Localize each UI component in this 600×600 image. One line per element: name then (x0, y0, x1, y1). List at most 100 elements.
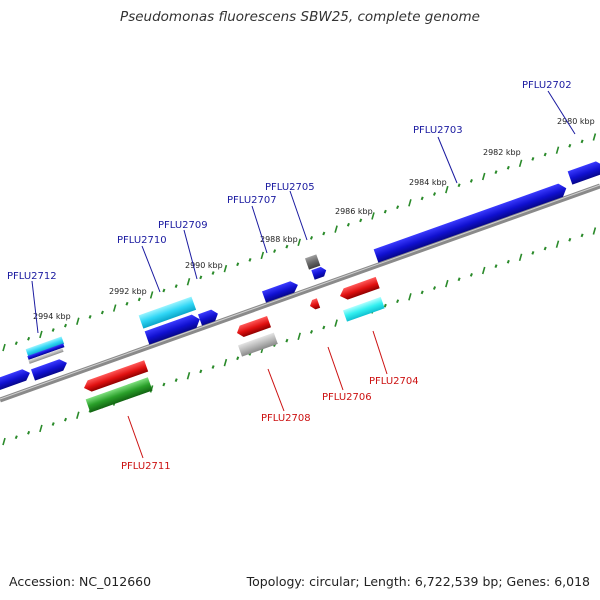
gene-pflu2711[interactable] (82, 360, 149, 393)
genome-backbone-highlight (0, 184, 600, 400)
forward-tick (100, 310, 104, 315)
forward-tick (39, 330, 43, 339)
reverse-tick (518, 253, 523, 262)
reverse-tick (543, 246, 547, 251)
gene-label-pflu2707[interactable]: PFLU2707 (227, 195, 277, 206)
reverse-tick (469, 272, 473, 277)
reverse-tick (39, 424, 43, 433)
forward-tick (383, 209, 387, 214)
reverse-tick (555, 240, 560, 248)
gene-label-pflu2712[interactable]: PFLU2712 (7, 271, 57, 282)
reverse-tick (297, 332, 301, 341)
scale-label-2982: 2982 kbp (483, 148, 521, 157)
genome-summary-text: Topology: circular; Length: 6,722,539 bp… (246, 574, 590, 589)
gene-pflu2704[interactable] (338, 276, 380, 302)
reverse-tick (211, 365, 215, 369)
gene-label-pflu2704[interactable]: PFLU2704 (369, 376, 419, 387)
forward-tick (2, 343, 6, 352)
reverse-tick (76, 411, 80, 419)
forward-tick (273, 249, 277, 253)
forward-tick (481, 172, 486, 181)
gene-label-pflu2706[interactable]: PFLU2706 (322, 392, 372, 403)
forward-tick (76, 317, 80, 325)
forward-tick (334, 225, 338, 233)
forward-tick (260, 251, 265, 260)
forward-tick (543, 152, 547, 157)
gene-pflu2702[interactable] (567, 159, 600, 185)
leader-line-pflu2710 (141, 245, 161, 293)
forward-tick (531, 157, 535, 161)
gene-label-pflu2702[interactable]: PFLU2702 (522, 80, 572, 91)
accession-text: Accession: NC_012660 (9, 574, 152, 589)
forward-tick (297, 238, 301, 247)
gene-small-blue-a[interactable] (311, 266, 328, 280)
reverse-tick (432, 286, 437, 290)
forward-tick (445, 185, 449, 194)
leader-line-pflu2702 (547, 90, 576, 135)
forward-tick (494, 170, 498, 174)
forward-tick (211, 271, 215, 275)
forward-tick (469, 178, 473, 183)
leader-line-pflu2704 (372, 330, 388, 375)
forward-tick (223, 264, 228, 273)
forward-tick (555, 146, 560, 154)
forward-tick (592, 133, 597, 141)
reverse-tick (285, 338, 289, 343)
forward-tick (396, 205, 400, 210)
reverse-tick (408, 293, 412, 301)
gene-label-pflu2711[interactable]: PFLU2711 (121, 461, 171, 472)
forward-tick (162, 288, 166, 293)
gene-pflu2708[interactable] (235, 315, 272, 339)
reverse-tick (506, 259, 510, 264)
gene-label-pflu2710[interactable]: PFLU2710 (117, 235, 167, 246)
forward-tick-row (2, 133, 597, 352)
leader-line-pflu2711 (127, 415, 144, 459)
leader-line-pflu2703 (437, 136, 458, 184)
leader-line-pflu2707 (251, 205, 268, 254)
reverse-tick (236, 356, 240, 361)
forward-tick (137, 297, 141, 302)
gene-label-pflu2705[interactable]: PFLU2705 (265, 182, 315, 193)
gene-pflu2705[interactable] (304, 254, 321, 270)
forward-tick (309, 236, 314, 240)
gene-blue-left-a[interactable] (30, 357, 69, 381)
scale-label-2990: 2990 kbp (185, 261, 223, 270)
gene-pflu2712[interactable] (25, 336, 65, 357)
genome-title: Pseudomonas fluorescens SBW25, complete … (120, 9, 480, 25)
gene-label-pflu2709[interactable]: PFLU2709 (158, 220, 208, 231)
forward-tick (51, 328, 55, 332)
reverse-tick (580, 233, 584, 238)
scale-label-2986: 2986 kbp (335, 207, 373, 216)
gene-blue-left-b[interactable] (0, 367, 32, 391)
scale-label-2980: 2980 kbp (557, 117, 595, 126)
reverse-tick (27, 430, 31, 435)
gene-label-pflu2708[interactable]: PFLU2708 (261, 413, 311, 424)
reverse-tick (14, 435, 18, 440)
reverse-tick (420, 290, 424, 295)
gene-pflu2703[interactable] (373, 182, 569, 263)
gene-cyan-under-pflu2704[interactable] (342, 296, 385, 322)
gene-pflu2712-stripe (27, 343, 65, 360)
gene-pflu2707[interactable] (261, 279, 300, 303)
forward-tick (408, 199, 412, 207)
gene-pflu2709[interactable] (197, 308, 220, 326)
forward-tick (236, 262, 240, 267)
leader-line-pflu2712 (31, 280, 39, 334)
gene-gray-under-pflu2708[interactable] (237, 332, 278, 357)
reverse-tick (223, 358, 228, 367)
forward-tick (63, 323, 68, 328)
forward-tick (88, 314, 92, 319)
gene-pflu2710[interactable] (138, 296, 197, 329)
forward-tick (518, 159, 523, 168)
reverse-tick (568, 237, 572, 242)
forward-tick (14, 341, 18, 346)
reverse-tick (396, 299, 400, 304)
gene-blue-under-pflu2710[interactable] (144, 313, 202, 345)
gene-pflu2706[interactable] (308, 298, 321, 310)
leader-line-pflu2705 (289, 190, 308, 241)
gene-green-under-pflu2711[interactable] (85, 377, 153, 413)
gene-label-pflu2703[interactable]: PFLU2703 (413, 125, 463, 136)
reverse-tick (309, 330, 314, 334)
forward-tick (285, 244, 289, 249)
